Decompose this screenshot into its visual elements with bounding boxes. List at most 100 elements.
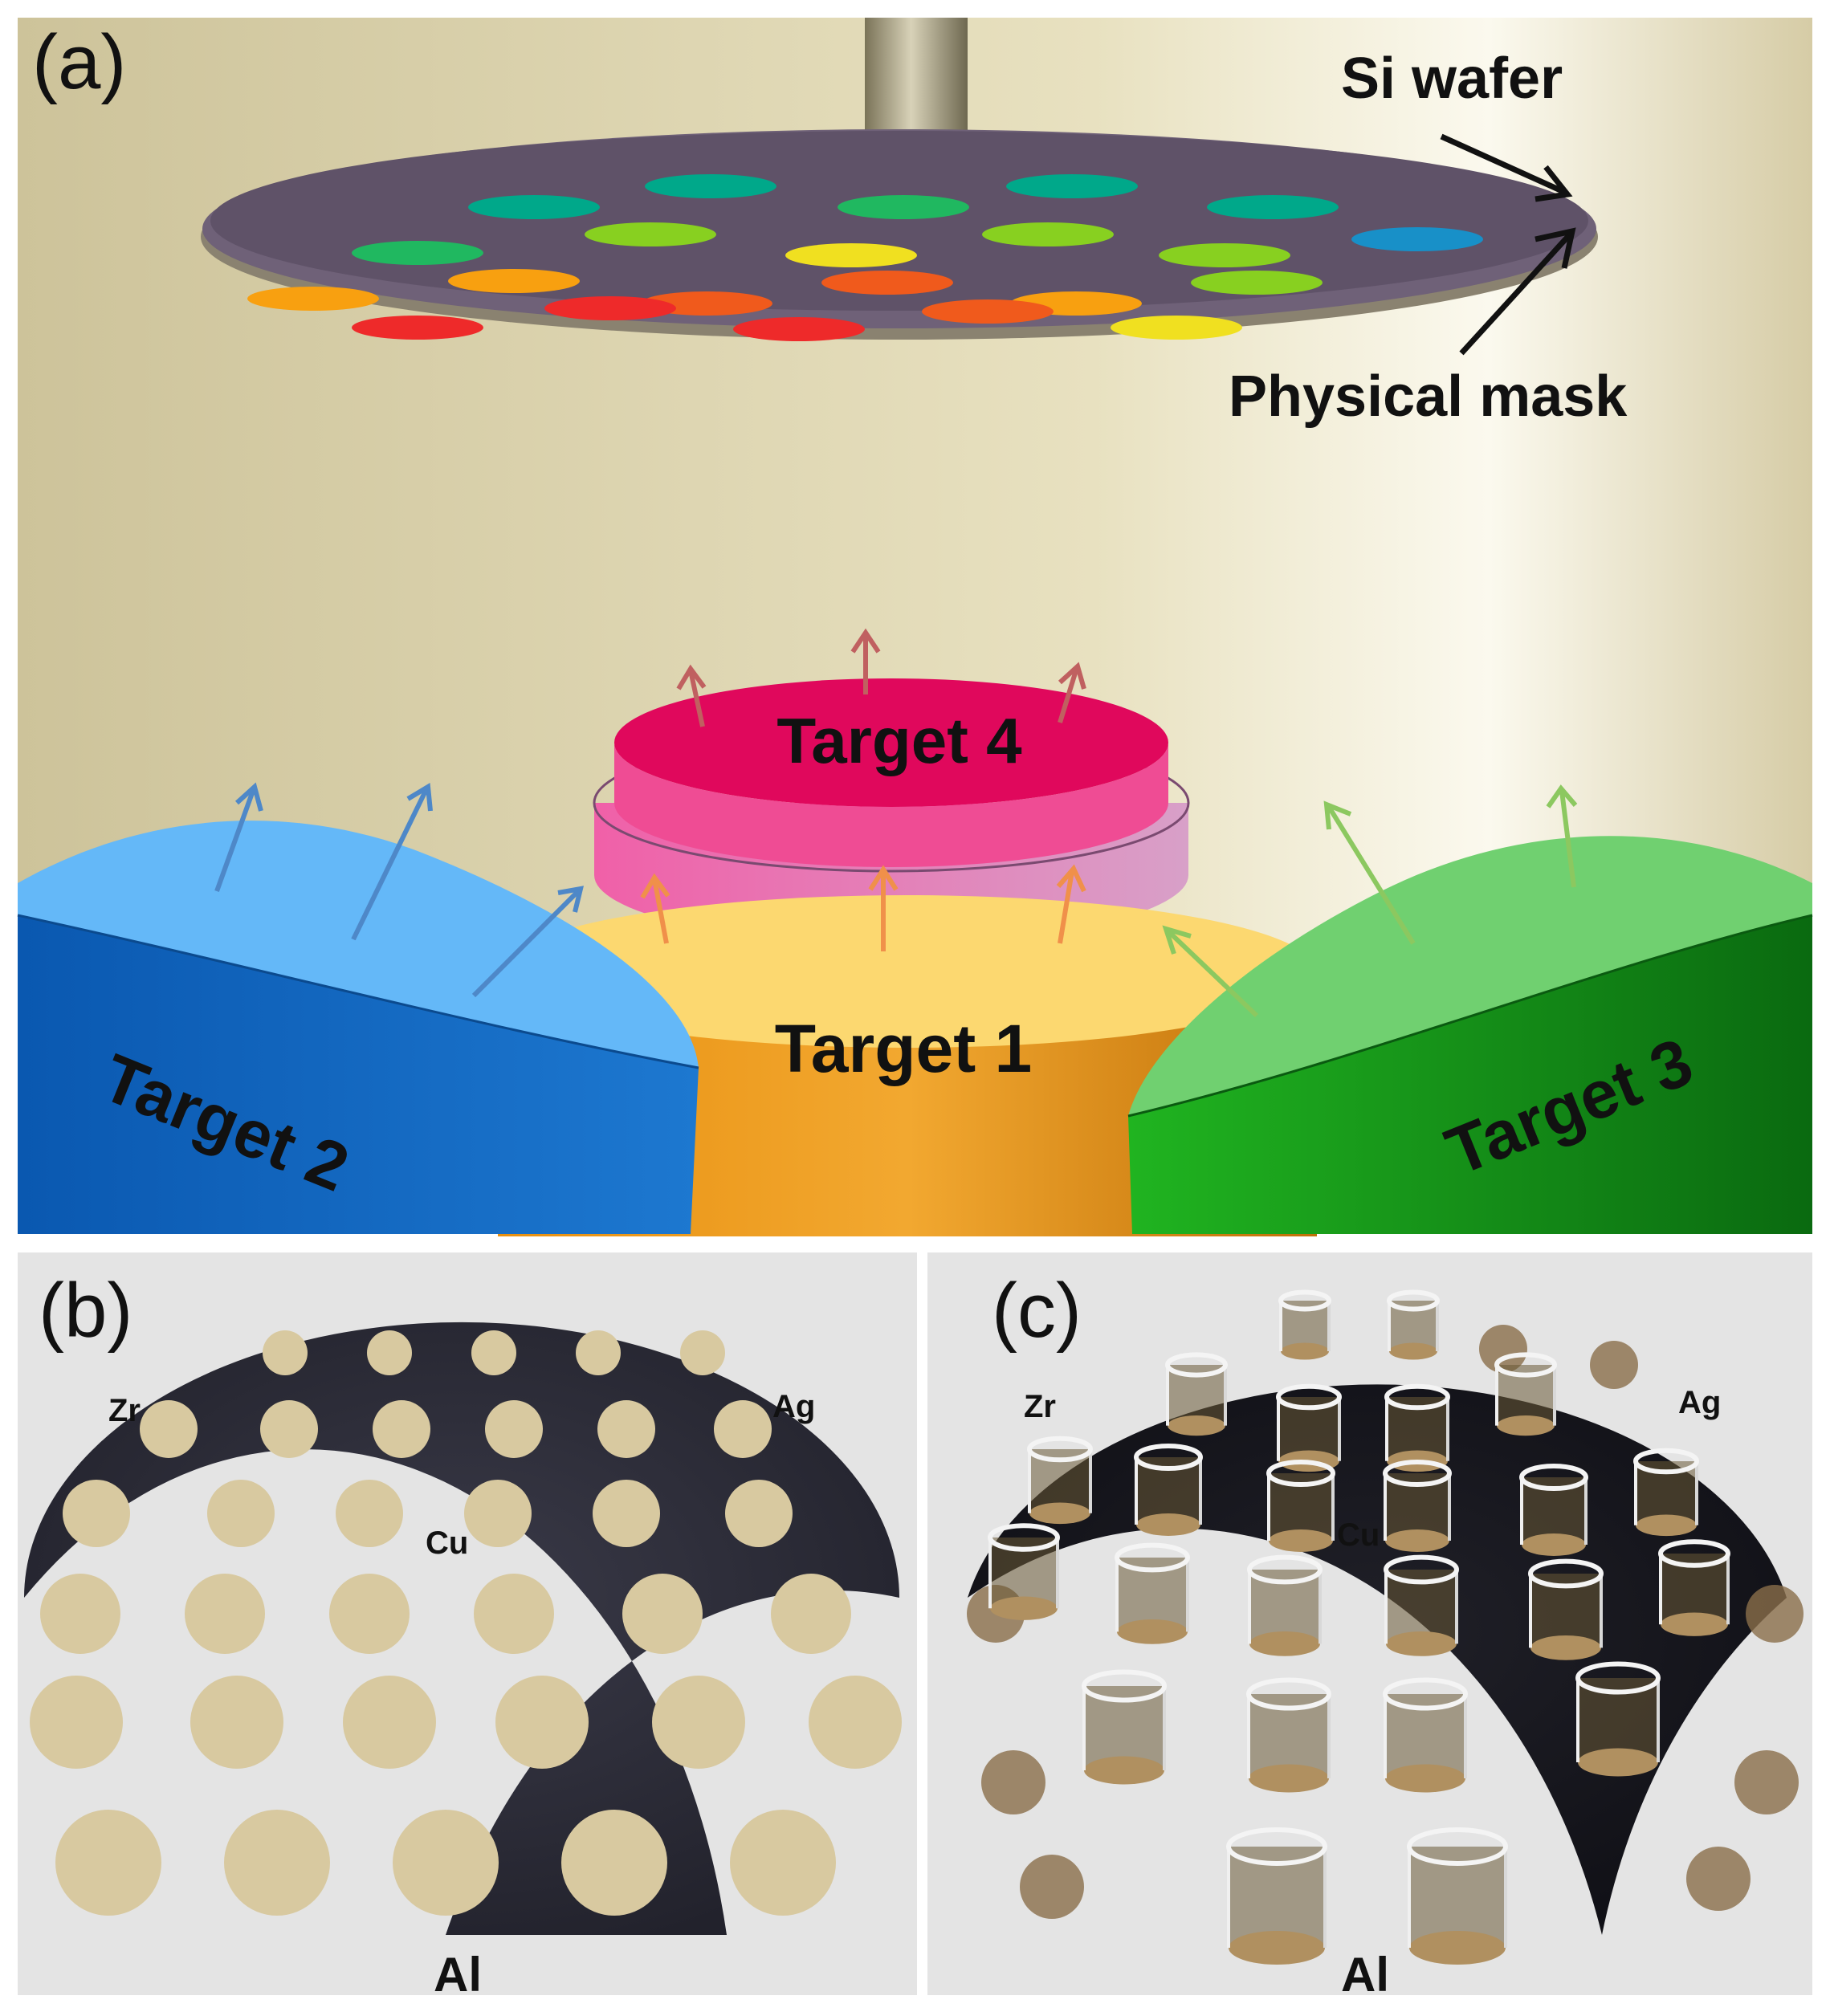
mask-spot [352, 316, 483, 340]
physical-mask-label: Physical mask [1229, 365, 1628, 429]
deposit-spot [63, 1480, 130, 1547]
glass-cup [1384, 1383, 1450, 1472]
panel-b-label-cu: Cu [426, 1525, 468, 1561]
deposit-spot [55, 1810, 161, 1916]
deposit-spot [367, 1330, 412, 1375]
mask-spot [821, 271, 953, 295]
mask-spot [922, 299, 1054, 324]
glass-cup [1658, 1539, 1730, 1636]
panel-c: (c) Zr Ag Cu Al [927, 1252, 1812, 2002]
mask-spot [544, 296, 676, 320]
deposit-spot [185, 1574, 265, 1654]
mask-spot [448, 269, 580, 293]
deposit-spot [190, 1676, 283, 1769]
glass-cup [1519, 1464, 1588, 1556]
target-1: Target 1 [498, 895, 1317, 1236]
sample-cups [988, 1289, 1730, 1965]
panel-c-label-cu: Cu [1337, 1517, 1380, 1553]
deposit-spot [393, 1810, 499, 1916]
mask-spot [838, 195, 969, 219]
deposit-spot [495, 1676, 589, 1769]
deposit-spot [329, 1574, 410, 1654]
mask-spot [468, 195, 600, 219]
deposit-spot [485, 1400, 543, 1458]
sputter-arrows [214, 628, 1578, 1018]
deposit-spot [336, 1480, 403, 1547]
panel-c-label-zr: Zr [1024, 1389, 1056, 1424]
glass-cup [1134, 1444, 1203, 1536]
panel-b-label-al: Al [434, 1948, 482, 2002]
mask-spot [645, 174, 776, 198]
glass-cup [1383, 1460, 1452, 1552]
holder-rod [865, 18, 968, 146]
glass-cup [1027, 1436, 1093, 1525]
deposit-spot [373, 1400, 430, 1458]
target-1-label: Target 1 [775, 1011, 1033, 1086]
panel-b: (b) Zr Ag Cu Al [18, 1252, 917, 2002]
panel-c-label-al: Al [1341, 1948, 1389, 2002]
glass-cup [1247, 1554, 1323, 1656]
mask-spot [785, 243, 917, 267]
target-4-label: Target 4 [776, 705, 1022, 776]
glass-cup [1384, 1554, 1459, 1656]
deposit-spot [725, 1480, 793, 1547]
deposit-spot [730, 1810, 836, 1916]
mask-spot [733, 317, 865, 341]
deposit-spot [207, 1480, 275, 1547]
deposit-spot [771, 1574, 851, 1654]
glass-cup [1276, 1383, 1342, 1472]
glass-cup [1528, 1558, 1604, 1660]
panel-c-letter: (c) [992, 1268, 1082, 1354]
mask-spot [1191, 271, 1323, 295]
panel-c-label-ag: Ag [1678, 1385, 1721, 1420]
deposit-spot [576, 1330, 621, 1375]
wafer-b [24, 1322, 899, 1935]
wafer-b-deposit-spots [30, 1330, 902, 1916]
mask-spot [352, 241, 483, 265]
target-4: Target 4 [593, 678, 1190, 943]
glass-cup [1278, 1289, 1331, 1360]
glass-cup [1226, 1827, 1327, 1965]
glass-cup [988, 1523, 1060, 1620]
glass-cup [1246, 1677, 1331, 1793]
glass-cup [1575, 1661, 1661, 1777]
deposit-spot [809, 1676, 902, 1769]
deposit-spot [714, 1400, 772, 1458]
pointer-arrows [1440, 133, 1576, 356]
mask-spot [1111, 316, 1242, 340]
mask-spots [247, 174, 1483, 341]
deposit-spot [40, 1574, 120, 1654]
deposit-spot [561, 1810, 667, 1916]
si-wafer-label: Si wafer [1341, 47, 1563, 111]
deposit-spot [652, 1676, 745, 1769]
glass-cup [1383, 1677, 1468, 1793]
mask-spot [1207, 195, 1339, 219]
deposit-spot [593, 1480, 660, 1547]
deposit-spot [263, 1330, 308, 1375]
panel-b-label-ag: Ag [772, 1389, 815, 1424]
glass-cup [1387, 1289, 1440, 1360]
mask-spot [1006, 174, 1138, 198]
mask-spot [585, 222, 716, 246]
deposit-spot [224, 1810, 330, 1916]
glass-cup [1082, 1669, 1167, 1785]
target-2: Target 2 [17, 821, 699, 1234]
glass-cup [1633, 1448, 1699, 1537]
deposit-spot [622, 1574, 703, 1654]
deposit-spot [471, 1330, 516, 1375]
deposit-spot [464, 1480, 532, 1547]
glass-cup [1115, 1542, 1190, 1644]
deposit-spot [30, 1676, 123, 1769]
deposit-spot [260, 1400, 318, 1458]
deposit-spot [343, 1676, 436, 1769]
panel-a-letter: (a) [32, 19, 126, 105]
mask-spot [982, 222, 1114, 246]
deposit-spot [474, 1574, 554, 1654]
panel-b-letter: (b) [39, 1268, 132, 1354]
target-3: Target 3 [1127, 836, 1813, 1234]
mask-spot [247, 287, 379, 311]
glass-cup [1165, 1352, 1228, 1436]
glass-cup [1407, 1827, 1508, 1965]
deposit-spot [140, 1400, 198, 1458]
